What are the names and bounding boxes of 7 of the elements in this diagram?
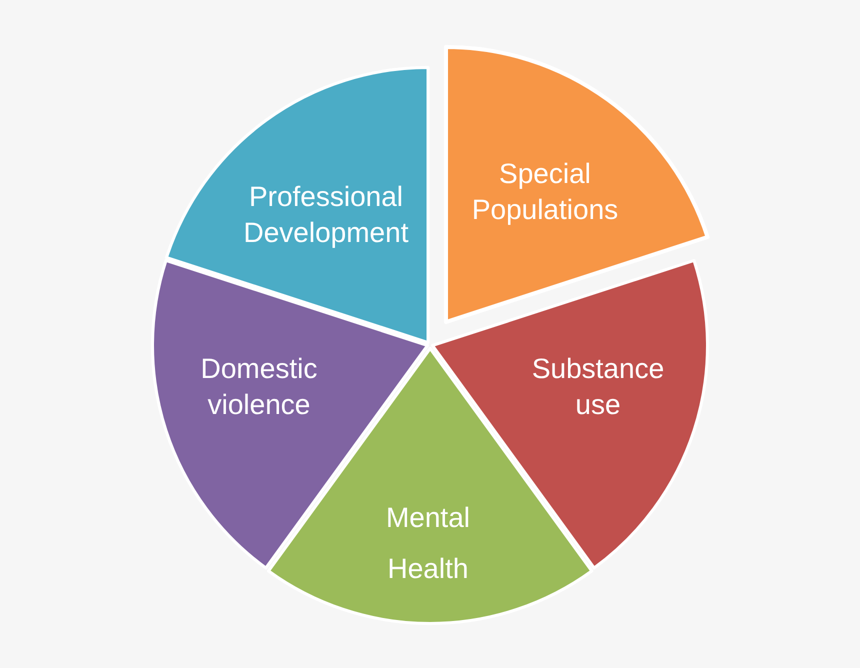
pie-slice	[163, 64, 432, 346]
pie-slice	[442, 43, 712, 326]
slice-label: Special Populations	[472, 156, 618, 227]
slice-label: Domestic violence	[200, 352, 318, 422]
slice-label: Substance use	[532, 352, 664, 422]
slice-label: Mental Health	[386, 501, 470, 586]
slice-label: Professional Development	[244, 180, 408, 250]
